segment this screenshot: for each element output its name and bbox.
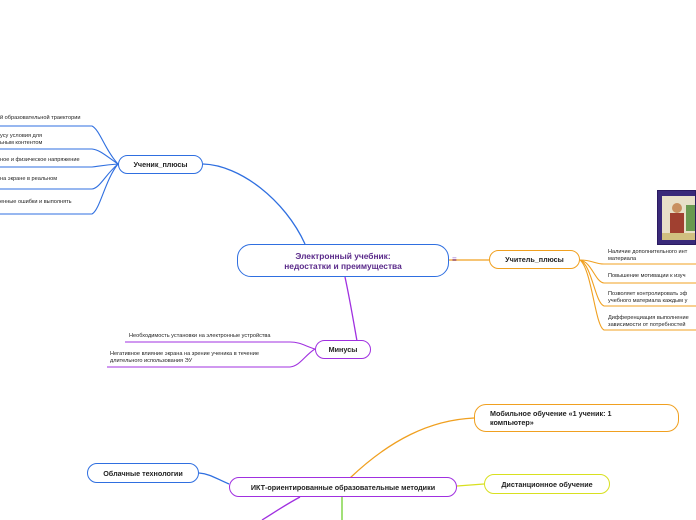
teacher-item-2[interactable]: Повышение мотивации к изуч (608, 273, 686, 279)
student-title: Ученик_плюсы (133, 160, 188, 169)
connector-teacher-leaf (579, 259, 696, 307)
ikt-node[interactable]: ИКТ-ориентированные образовательные мето… (229, 477, 457, 497)
connector-student-leaf (0, 163, 119, 215)
connector-student-leaf (0, 148, 119, 165)
connector-cloud (198, 472, 230, 485)
connector-teacher-leaf (579, 259, 696, 284)
connector-student-leaf (0, 163, 119, 190)
student-node[interactable]: Ученик_плюсы (118, 155, 203, 174)
connector-student (202, 163, 306, 245)
central-title: Электронный учебник: недостатки и преиму… (284, 250, 402, 271)
mobile-learning-title: Мобильное обучение «1 ученик: 1 компьюте… (490, 409, 612, 427)
minus-node[interactable]: Минусы (315, 340, 371, 359)
student-item-1[interactable]: й образовательной траектории (0, 115, 81, 121)
teacher-image (657, 190, 696, 245)
mobile-learning-node[interactable]: Мобильное обучение «1 ученик: 1 компьюте… (474, 404, 679, 432)
teacher-item-4[interactable]: Дифференциация выполнение зависимости от… (608, 315, 689, 328)
connector-student-leaf (0, 163, 119, 168)
teacher-title: Учитель_плюсы (505, 255, 564, 264)
student-item-5[interactable]: енные ошибки и выполнять (0, 199, 72, 205)
distance-learning-title: Дистанционное обучение (501, 479, 593, 489)
student-item-2[interactable]: усу условия для ьным контентом (0, 133, 43, 146)
teacher-item-1[interactable]: Наличие дополнительного инт материала (608, 249, 688, 262)
cloud-tech-title: Облачные технологии (103, 468, 183, 478)
connector-teacher-leaf (579, 259, 696, 265)
connector-purple-out (261, 496, 301, 520)
connector-distance (456, 483, 485, 487)
central-marker-icon[interactable]: ≡ (452, 255, 457, 264)
connector-student-leaf (0, 125, 119, 165)
cloud-tech-node[interactable]: Облачные технологии (87, 463, 199, 483)
connector-teacher-leaf (579, 259, 696, 331)
student-item-4[interactable]: на экране в реальном (0, 176, 58, 182)
ikt-title: ИКТ-ориентированные образовательные мето… (250, 482, 436, 492)
minus-item-1[interactable]: Необходимость установки на электронные у… (129, 333, 271, 339)
connector-mobile (349, 417, 475, 479)
connector-minus-leaf (107, 348, 316, 368)
teacher-node[interactable]: Учитель_плюсы (489, 250, 580, 269)
distance-learning-node[interactable]: Дистанционное обучение (484, 474, 610, 494)
minus-item-2[interactable]: Негативное влияние экрана на зрение учен… (110, 351, 259, 364)
central-node[interactable]: Электронный учебник: недостатки и преиму… (237, 244, 449, 277)
teacher-item-3[interactable]: Позволяет контролировать эф учебного мат… (608, 291, 688, 304)
connector-minus (344, 276, 358, 342)
student-item-3[interactable]: ное и физическое напряжение (0, 157, 80, 163)
minus-title: Минусы (328, 345, 358, 354)
connector-minus-leaf (125, 341, 316, 350)
